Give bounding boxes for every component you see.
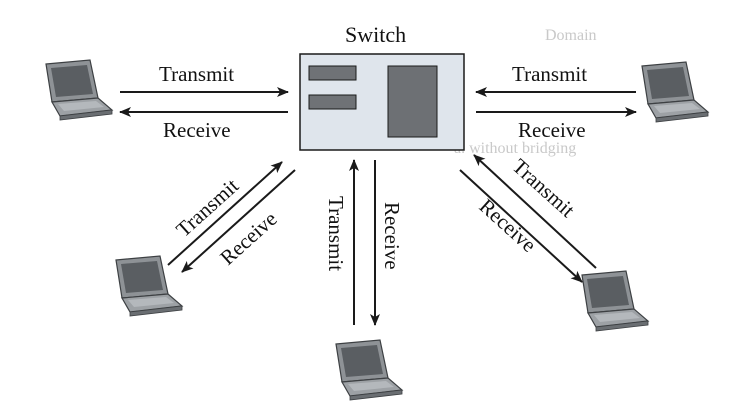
- switch-module: [387, 65, 438, 138]
- switch-port-1: [308, 65, 357, 81]
- transmit-label-right: Transmit: [512, 62, 587, 86]
- transmit-label-bottom-right: Transmit: [508, 154, 580, 222]
- arrow-transmit-bottom-left: [167, 161, 283, 266]
- receive-label-bottom-left: Receive: [215, 207, 281, 270]
- laptop-icon-bottom-center: [335, 339, 403, 401]
- network-switch-icon: [299, 53, 465, 151]
- receive-label-bottom-center: Receive: [380, 202, 404, 270]
- switch-port-2: [308, 94, 357, 110]
- arrow-receive-bottom-left: [181, 169, 296, 273]
- laptop-icon-bottom-left: [115, 255, 183, 317]
- receive-label-left: Receive: [163, 118, 231, 142]
- laptop-icon-top-right: [641, 61, 709, 123]
- receive-label-bottom-right: Receive: [475, 194, 541, 257]
- switch-label: Switch: [345, 22, 406, 47]
- laptop-icon-bottom-right: [581, 270, 649, 332]
- laptop-icon-top-left: [45, 59, 113, 121]
- ghost-text-domain: Domain: [545, 27, 597, 44]
- arrow-transmit-bottom-right: [473, 154, 597, 269]
- ghost-text-without-bridging: a. without bridging: [454, 140, 576, 157]
- receive-label-right: Receive: [518, 118, 586, 142]
- transmit-label-bottom-center: Transmit: [324, 196, 348, 271]
- transmit-label-left: Transmit: [159, 62, 234, 86]
- arrow-receive-bottom-right: [459, 169, 583, 283]
